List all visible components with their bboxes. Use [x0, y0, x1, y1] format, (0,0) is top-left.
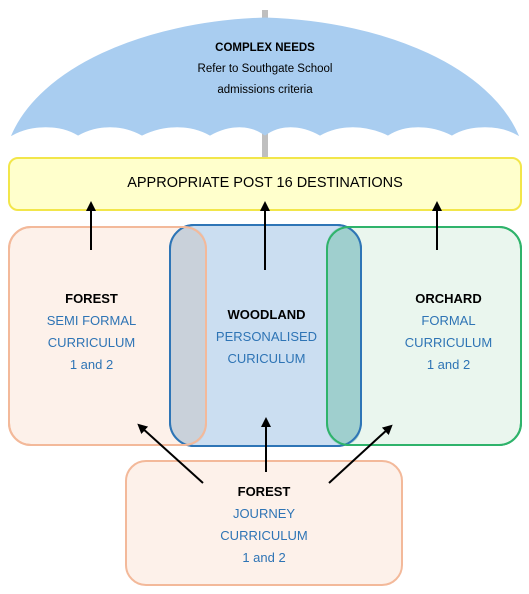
arrow-journey-to-forest [137, 423, 204, 484]
umbrella-canopy [10, 17, 520, 137]
forest-woodland-overlap [171, 227, 206, 445]
forest-journey-box [125, 460, 403, 586]
woodland-orchard-overlap [327, 227, 361, 445]
destinations-bar [8, 157, 522, 211]
arrow-journey-to-orchard [328, 424, 393, 484]
